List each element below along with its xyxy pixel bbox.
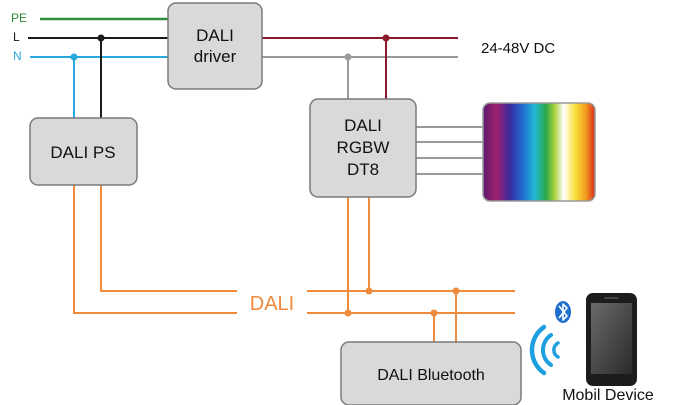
dali-bus-wires xyxy=(73,185,515,342)
rgbw-line-2: RGBW xyxy=(337,138,390,157)
dali-bus-upper xyxy=(100,185,237,292)
dali-driver-line-1: DALI xyxy=(196,26,234,45)
supply-voltage-label: 24-48V DC xyxy=(481,40,555,57)
dali-driver-line-2: driver xyxy=(194,47,237,66)
dali-bluetooth-label: DALI Bluetooth xyxy=(377,367,485,384)
rgb-spectrum-strip xyxy=(482,102,596,202)
dali-driver-box: DALI driver xyxy=(167,2,263,90)
dali-ps-label: DALI PS xyxy=(50,143,115,162)
rgbw-line-3: DT8 xyxy=(347,160,379,179)
smartphone-icon xyxy=(586,293,637,386)
rgbw-line-1: DALI xyxy=(344,116,382,135)
dali-bus-lower xyxy=(73,185,237,314)
wireless-signal-icon xyxy=(529,324,560,376)
dc-wires xyxy=(262,34,458,99)
dali-bus-junctions xyxy=(344,287,460,317)
l-label: L xyxy=(13,30,20,44)
bluetooth-icon xyxy=(555,301,571,323)
n-label: N xyxy=(13,49,22,63)
dali-ps-box: DALI PS xyxy=(29,117,138,186)
mobile-device-label: Mobil Device xyxy=(562,387,654,404)
rgbw-output-wires xyxy=(416,126,483,175)
mains-wires xyxy=(28,17,168,118)
dali-rgbw-box: DALI RGBW DT8 xyxy=(309,98,417,198)
dali-bus-label: DALI xyxy=(250,293,294,315)
dali-bluetooth-box: DALI Bluetooth xyxy=(340,341,522,405)
pe-label: PE xyxy=(11,11,27,25)
